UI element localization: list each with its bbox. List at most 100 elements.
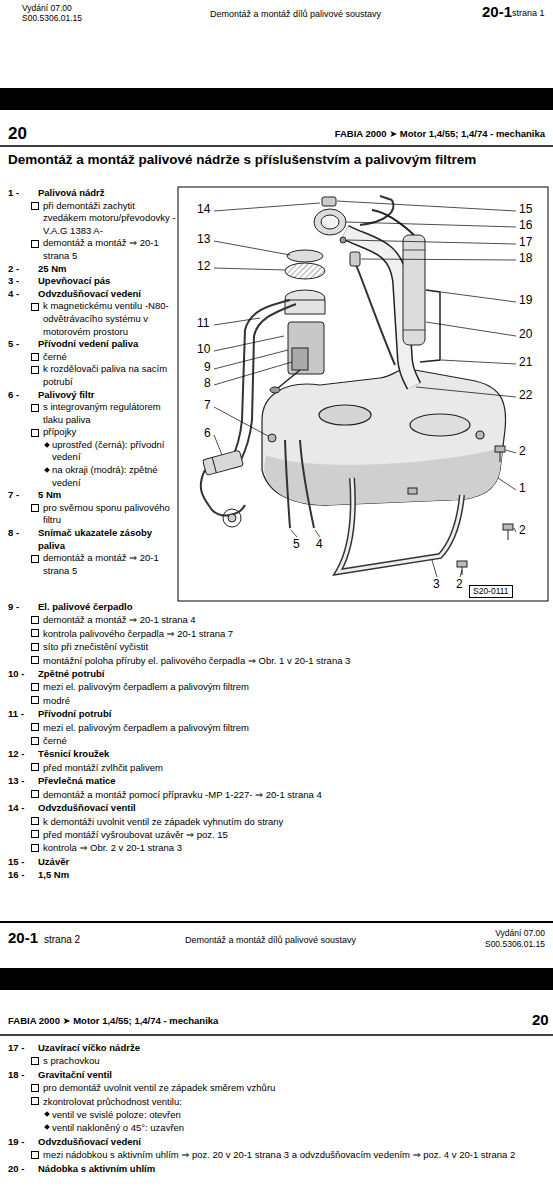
level-sender bbox=[292, 348, 308, 370]
list-entry: 10 - Zpětné potrubímezi el. palivovým čer… bbox=[8, 667, 548, 707]
drawing-part bbox=[403, 235, 425, 345]
drawing-part bbox=[403, 330, 425, 331]
item-name: Odvzdušňovací ventil bbox=[30, 801, 548, 814]
list-entry: 9 -El. palivové čerpadlodemontáž a montá… bbox=[8, 600, 548, 667]
footer-text: S00.5306.01.15 bbox=[485, 940, 545, 950]
item-number: 6 - bbox=[8, 389, 19, 402]
item-subnote: na okraji (modrá): zpětné vedení bbox=[30, 464, 176, 489]
item-name: Odvzdušňovací vedení bbox=[30, 1135, 548, 1148]
drawing-part bbox=[285, 440, 290, 528]
drawing-part bbox=[441, 360, 516, 364]
callout-number: 7 bbox=[204, 399, 211, 413]
fuel-pump bbox=[270, 250, 325, 393]
item-name: Upevňovací pás bbox=[30, 275, 176, 288]
item-name: Přívodní potrubí bbox=[30, 707, 548, 720]
item-name: Palivový filtr bbox=[30, 389, 176, 402]
drawing-part bbox=[508, 530, 509, 540]
drawing-part bbox=[338, 478, 462, 572]
item-note: s integrovaným regulátorem tlaku paliva bbox=[30, 401, 176, 426]
black-band bbox=[0, 968, 553, 990]
fuel-lines bbox=[201, 300, 314, 528]
drawing-part bbox=[223, 509, 241, 527]
item-number: 10 - bbox=[8, 667, 24, 680]
list-entry: 17 -Uzavírací víčko nádržes prachovkou bbox=[8, 1041, 548, 1068]
callout-number: 18 bbox=[519, 252, 532, 266]
item-note: mezi el. palivovým čerpadlem a palivovým… bbox=[30, 721, 548, 734]
list-entry: 13 -Převlečná maticedemontáž a montáž po… bbox=[8, 774, 548, 801]
vent-cap bbox=[322, 197, 336, 206]
drawing-part bbox=[441, 292, 516, 302]
drawing-part bbox=[291, 530, 297, 537]
drawing-part bbox=[203, 450, 244, 475]
item-subnote: uprostřed (černá): přívodní vedení bbox=[30, 439, 176, 464]
item-note: mezi el. palivovým čerpadlem a palivovým… bbox=[30, 680, 548, 693]
footer-text: strana 2 bbox=[44, 934, 80, 946]
header-text: FABIA 2000 ➤ Motor 1,4/55; 1,4/74 - mech… bbox=[335, 129, 545, 140]
item-note: k rozdělovači paliva na sacím potrubí bbox=[30, 363, 176, 388]
callout-number: 6 bbox=[204, 427, 211, 441]
item-note: před montáží zvlhčit palivem bbox=[30, 761, 548, 774]
figure-code-box: S20-0111 bbox=[469, 585, 513, 598]
item-note: zkontrolovat průchodnost ventilu: bbox=[30, 1095, 548, 1108]
black-band bbox=[0, 88, 553, 110]
drawing-part bbox=[321, 215, 339, 229]
list-entry: 15 -Uzávěr bbox=[8, 855, 548, 868]
list-entry: 2 -25 Nm bbox=[8, 263, 176, 276]
drawing-part bbox=[355, 262, 395, 365]
item-number: 3 - bbox=[8, 275, 19, 288]
item-name: Snímač ukazatele zásoby paliva bbox=[30, 527, 176, 552]
item-name: Uzavírací víčko nádrže bbox=[30, 1041, 548, 1054]
parts-list: 9 -El. palivové čerpadlodemontáž a montá… bbox=[8, 600, 548, 882]
item-number: 19 - bbox=[8, 1135, 24, 1148]
drawing-part bbox=[460, 570, 462, 577]
item-note: montážní poloha příruby el. palivového č… bbox=[30, 654, 548, 667]
callout-number: 2 bbox=[519, 445, 526, 459]
callout-number: 1 bbox=[519, 482, 526, 496]
header-text: 20 bbox=[8, 124, 27, 144]
item-note: k demontáži uvolnit ventil ze západek vy… bbox=[30, 815, 548, 828]
item-name: 25 Nm bbox=[30, 263, 176, 276]
drawing-part bbox=[314, 209, 346, 235]
item-name: Odvzdušňovací vedení bbox=[30, 288, 176, 301]
footer-text: 20-1 bbox=[8, 929, 38, 946]
callout-number: 4 bbox=[316, 538, 323, 552]
fuel-tank bbox=[262, 369, 506, 505]
footer-text: Vydání 07.00 bbox=[495, 929, 545, 939]
callout-number: 17 bbox=[519, 236, 532, 250]
tank-recess bbox=[410, 414, 470, 436]
parts-list: 1 -Palivová nádržpři demontáži zachytit … bbox=[8, 187, 176, 577]
item-note: pro demontáž uvolnit ventil ze západek s… bbox=[30, 1081, 548, 1094]
item-number: 7 - bbox=[8, 489, 19, 502]
drawing-part bbox=[278, 370, 300, 388]
straps bbox=[338, 478, 462, 572]
item-note: černé bbox=[30, 351, 176, 364]
drawing-part bbox=[347, 240, 516, 244]
parts-list: 17 -Uzavírací víčko nádržes prachovkou18… bbox=[8, 1041, 548, 1175]
list-entry: 7 -5 Nmpro svěrnou sponu palivového filt… bbox=[8, 489, 176, 527]
item-number: 13 - bbox=[8, 774, 24, 787]
list-entry: 6 - Palivový filtrs integrovaným reguláto… bbox=[8, 389, 176, 490]
item-number: 14 - bbox=[8, 801, 24, 814]
drawing-part bbox=[338, 478, 462, 572]
list-entry: 16 -1,5 Nm bbox=[8, 868, 548, 881]
footer-text: FABIA 2000 ➤ Motor 1,4/55; 1,4/74 - mech… bbox=[8, 1016, 218, 1027]
item-number: 8 - bbox=[8, 527, 19, 540]
item-number: 12 - bbox=[8, 747, 24, 760]
item-name: Zpětné potrubí bbox=[30, 667, 548, 680]
drawing-part bbox=[214, 318, 260, 325]
callout-number: 16 bbox=[519, 219, 532, 233]
drawing-part bbox=[457, 561, 467, 567]
list-entry: 11 -Přívodní potrubímezi el. palivovým č… bbox=[8, 707, 548, 747]
drawing-part bbox=[214, 435, 222, 455]
drawing-part bbox=[214, 407, 268, 436]
header-text: Vydání 07.00 bbox=[22, 4, 72, 14]
bolts bbox=[408, 446, 513, 575]
item-note: síto při znečistění vyčistit bbox=[30, 640, 548, 653]
footer-text: Demontáž a montáž dílů palivové soustavy bbox=[185, 935, 356, 945]
callout-number: 5 bbox=[293, 538, 300, 552]
list-entry: 4 -Odvzdušňovací vedeník magnetickému ve… bbox=[8, 288, 176, 338]
item-subnote: ventil nakloněný o 45°: uzavřen bbox=[30, 1121, 548, 1134]
list-entry: 20 -Nádobka s aktivním uhlím bbox=[8, 1162, 548, 1175]
item-number: 9 - bbox=[8, 600, 19, 613]
